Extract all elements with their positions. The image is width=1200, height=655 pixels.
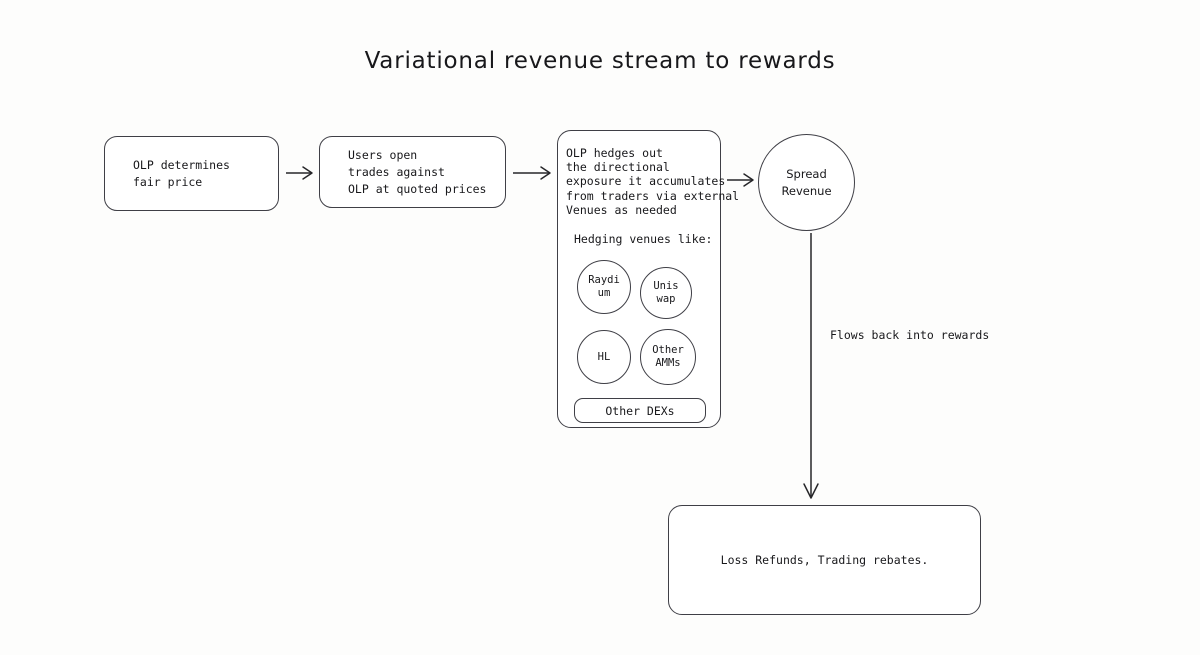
venue-circle-raydium[interactable]: Raydi um [577,260,631,314]
venue-pill-other-dexs[interactable]: Other DEXs [574,398,706,423]
arrow-spread-revenue-to-rewards [803,233,819,499]
node-olp-determines-fair-price[interactable]: OLP determines fair price [104,136,279,211]
node-spread-revenue[interactable]: Spread Revenue [758,134,855,231]
node-hedging-container[interactable]: OLP hedges out the directional exposure … [557,130,739,428]
spread-revenue-label: Spread Revenue [781,166,832,198]
arrow-olp-price-to-users-open [286,166,313,180]
venue-circle-uniswap[interactable]: Unis wap [640,267,692,319]
node-rewards-text: Loss Refunds, Trading rebates. [720,552,929,567]
edge-label-flows-back-into-rewards: Flows back into rewards [830,328,990,342]
venue-circle-other-amms[interactable]: Other AMMs [640,329,696,385]
hedging-description-text: OLP hedges out the directional exposure … [566,146,740,217]
node-users-open-trades[interactable]: Users open trades against OLP at quoted … [319,136,506,208]
venue-circle-hl[interactable]: HL [577,330,631,384]
node-olp-price-text: OLP determines fair price [133,157,230,189]
node-loss-refunds-trading-rebates[interactable]: Loss Refunds, Trading rebates. [668,505,981,615]
arrow-users-open-to-hedging [513,166,551,180]
page-title: Variational revenue stream to rewards [364,48,836,74]
hedging-venues-label: Hedging venues like: [574,232,713,246]
node-users-open-text: Users open trades against OLP at quoted … [348,147,487,196]
